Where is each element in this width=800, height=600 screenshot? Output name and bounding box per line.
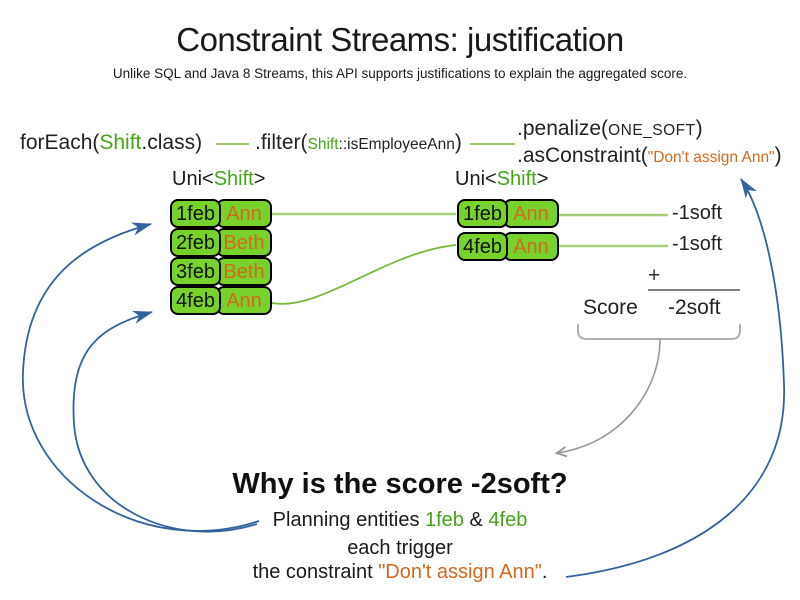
page-subtitle: Unlike SQL and Java 8 Streams, this API … bbox=[112, 66, 688, 81]
shift-date-cell: 4feb bbox=[170, 286, 221, 315]
code-filter-post: ) bbox=[454, 131, 462, 154]
code-foreach-class: Shift bbox=[99, 131, 142, 154]
uni-left-post: > bbox=[253, 168, 266, 190]
shift-date-cell: 4feb bbox=[457, 232, 508, 261]
why-title: Why is the score -2soft? bbox=[232, 468, 568, 500]
score-brace bbox=[577, 324, 741, 340]
uni-left-class: Shift bbox=[213, 168, 254, 190]
uni-label-right: Uni<Shift> bbox=[455, 168, 548, 191]
code-penalize: .penalize(ONE_SOFT) bbox=[517, 117, 703, 141]
why-line3-pre: the constraint bbox=[252, 561, 379, 583]
why-line3-constraint: "Don't assign Ann" bbox=[378, 561, 542, 583]
table-row: 4feb Ann bbox=[457, 232, 559, 261]
table-row: 2feb Beth bbox=[170, 228, 272, 257]
why-line1-entity1: 1feb bbox=[425, 509, 464, 531]
arrow-score-to-why bbox=[554, 338, 661, 458]
code-foreach-post: .class) bbox=[141, 131, 203, 154]
code-penalize-arg: ONE_SOFT bbox=[608, 122, 696, 139]
table-row: 1feb Ann bbox=[457, 199, 559, 228]
right-shift-table: 1feb Ann 4feb Ann bbox=[457, 199, 559, 261]
shift-date-cell: 2feb bbox=[170, 228, 221, 257]
penalty-1: -1soft bbox=[672, 202, 723, 224]
penalty-2: -1soft bbox=[672, 233, 723, 255]
code-asconstraint-pre: .asConstraint( bbox=[517, 144, 648, 167]
score-total: -2soft bbox=[668, 296, 721, 319]
uni-right-post: > bbox=[536, 168, 549, 190]
code-asconstraint-post: ) bbox=[774, 144, 782, 167]
code-filter-arg-class: Shift bbox=[307, 136, 339, 153]
code-foreach: forEach(Shift.class) bbox=[20, 131, 202, 155]
shift-employee-cell: Ann bbox=[216, 286, 272, 315]
shift-employee-cell: Beth bbox=[216, 257, 272, 286]
code-asconstraint-arg: "Don't assign Ann" bbox=[647, 149, 775, 166]
table-row: 4feb Ann bbox=[170, 286, 272, 315]
code-penalize-post: ) bbox=[695, 117, 703, 140]
why-line3-post: . bbox=[541, 561, 548, 583]
why-line1-amp: & bbox=[463, 509, 489, 531]
table-row: 1feb Ann bbox=[170, 199, 272, 228]
code-foreach-pre: forEach( bbox=[20, 131, 100, 154]
plus-sign: + bbox=[648, 264, 661, 287]
score-label: Score bbox=[583, 296, 638, 319]
shift-date-cell: 1feb bbox=[457, 199, 508, 228]
why-line2: each trigger bbox=[347, 537, 453, 559]
shift-employee-cell: Beth bbox=[216, 228, 272, 257]
shift-employee-cell: Ann bbox=[216, 199, 272, 228]
shift-date-cell: 1feb bbox=[170, 199, 221, 228]
code-filter-pre: .filter( bbox=[255, 131, 308, 154]
shift-date-cell: 3feb bbox=[170, 257, 221, 286]
code-filter: .filter(Shift::isEmployeeAnn) bbox=[255, 131, 462, 155]
why-line1-entity2: 4feb bbox=[488, 509, 528, 531]
uni-left-pre: Uni< bbox=[172, 168, 214, 190]
shift-employee-cell: Ann bbox=[503, 199, 559, 228]
page-title: Constraint Streams: justification bbox=[176, 21, 624, 58]
code-penalize-pre: .penalize( bbox=[517, 117, 609, 140]
code-filter-arg-rest: ::isEmployeeAnn bbox=[338, 136, 455, 153]
left-shift-table: 1feb Ann 2feb Beth 3feb Beth 4feb Ann bbox=[170, 199, 272, 315]
uni-right-class: Shift bbox=[496, 168, 537, 190]
why-line1: Planning entities 1feb & 4feb bbox=[0, 509, 800, 532]
uni-label-left: Uni<Shift> bbox=[172, 168, 265, 191]
table-row: 3feb Beth bbox=[170, 257, 272, 286]
why-line3: the constraint "Don't assign Ann". bbox=[0, 561, 800, 584]
why-line1-pre: Planning entities bbox=[272, 509, 425, 531]
line-left4feb-right4feb bbox=[271, 244, 457, 305]
shift-employee-cell: Ann bbox=[503, 232, 559, 261]
uni-right-pre: Uni< bbox=[455, 168, 497, 190]
code-asconstraint: .asConstraint("Don't assign Ann") bbox=[517, 144, 782, 168]
